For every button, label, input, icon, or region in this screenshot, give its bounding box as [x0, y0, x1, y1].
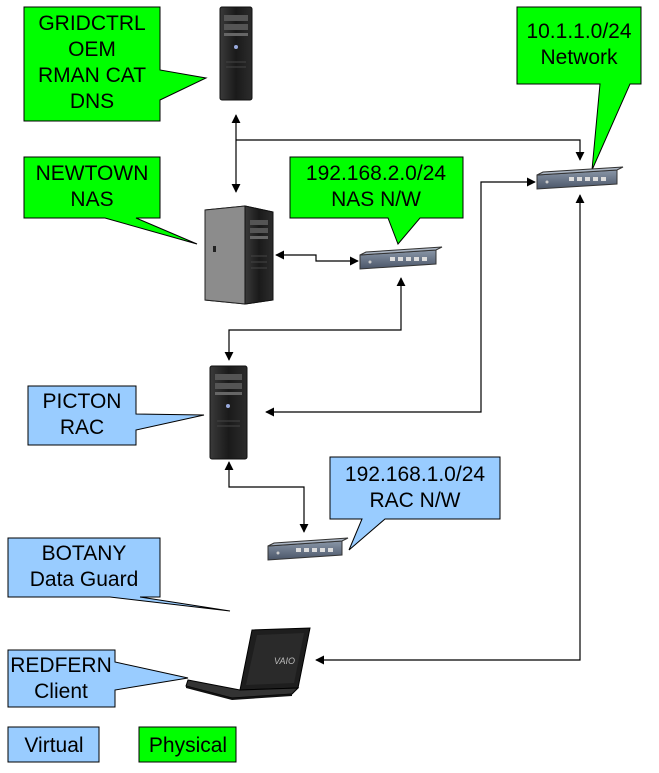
gridctrl-label-line-2: OEM: [68, 38, 116, 61]
legend-virtual: Virtual: [7, 726, 100, 763]
legend-physical-swatch: [138, 726, 237, 763]
main-network-switch-icon: [536, 166, 624, 190]
nas-network-label-line-1: 192.168.2.0/24: [306, 162, 446, 185]
redfern-callout: REDFERN Client: [7, 649, 189, 708]
main-network-label-line-1: 10.1.1.0/24: [526, 20, 631, 43]
botany-label-line-1: BOTANY: [42, 542, 127, 565]
main-network-label-line-2: Network: [540, 46, 618, 69]
gridctrl-callout: GRIDCTRL OEM RMAN CAT DNS: [23, 6, 208, 122]
redfern-laptop-icon: VAIO: [185, 627, 311, 700]
rac-network-switch-icon: [267, 537, 349, 561]
picton-callout: PICTON RAC: [27, 385, 205, 446]
nas-network-switch-icon: [359, 246, 443, 270]
picton-label-line-1: PICTON: [43, 390, 122, 413]
picton-tower-server-icon: [209, 365, 248, 460]
redfern-label-line-1: REDFERN: [10, 654, 112, 677]
legend-virtual-swatch: [7, 726, 100, 763]
newtown-label-line-1: NEWTOWN: [36, 162, 149, 185]
gridctrl-label-line-3: RMAN CAT: [38, 64, 146, 87]
vaio-logo: VAIO: [274, 656, 295, 666]
link-gridctrl-main-switch: [236, 139, 585, 161]
legend-physical-label: Physical: [149, 734, 227, 757]
rac-network-label-line-2: RAC N/W: [370, 489, 461, 512]
nas-network-callout: 192.168.2.0/24 NAS N/W: [289, 156, 464, 245]
main-network-callout: 10.1.1.0/24 Network: [516, 6, 642, 171]
redfern-label-line-2: Client: [34, 680, 88, 703]
botany-label-line-2: Data Guard: [30, 568, 139, 591]
newtown-callout: NEWTOWN NAS: [23, 156, 198, 245]
rac-network-callout: 192.168.1.0/24 RAC N/W: [329, 456, 501, 551]
connections: [224, 114, 585, 665]
newtown-tower-server-icon: [204, 205, 274, 305]
picton-label-line-2: RAC: [60, 416, 104, 439]
newtown-label-line-2: NAS: [70, 188, 113, 211]
link-picton-rac-switch: [224, 461, 309, 533]
gridctrl-tower-server-icon: [219, 6, 253, 101]
legend-physical: Physical: [138, 726, 237, 763]
botany-callout: BOTANY Data Guard: [7, 537, 231, 612]
legend-virtual-label: Virtual: [24, 734, 83, 757]
link-main-switch-redfern: [315, 194, 585, 665]
gridctrl-label-line-4: DNS: [70, 90, 114, 113]
nas-network-label-line-2: NAS N/W: [331, 188, 421, 211]
link-newtown-nas-switch: [275, 250, 359, 266]
rac-network-label-line-1: 192.168.1.0/24: [345, 463, 485, 486]
gridctrl-label-line-1: GRIDCTRL: [38, 12, 145, 35]
